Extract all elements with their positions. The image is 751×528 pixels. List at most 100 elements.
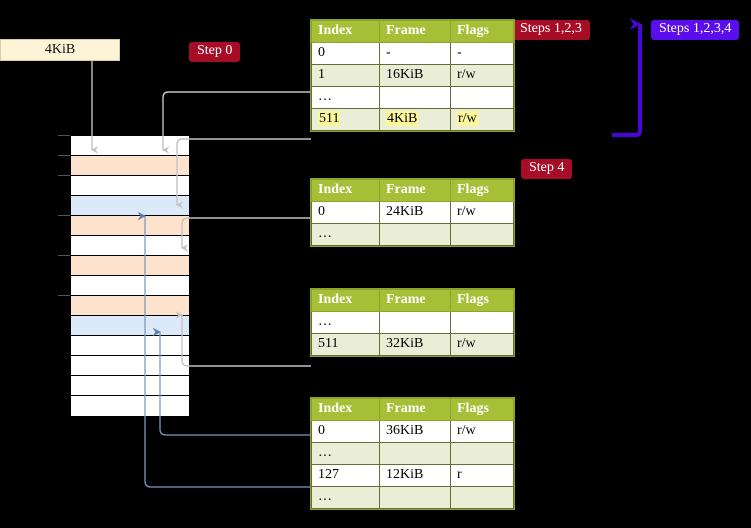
connector-pml4-to-pdp <box>176 138 311 209</box>
cell-frame: - <box>379 42 451 65</box>
memory-grid-tick <box>58 135 70 136</box>
cell-index: 0 <box>311 201 380 224</box>
memory-frame-row <box>71 356 189 376</box>
steps-1234-badge: Steps 1,2,3,4 <box>651 20 740 40</box>
column-header-index: Index <box>311 398 380 421</box>
memory-frame-row <box>71 256 189 276</box>
cell-frame: 12KiB <box>379 464 451 487</box>
frame-size-label: 4KiB <box>0 39 120 61</box>
memory-frame-row <box>71 336 189 356</box>
table-row: 0-- <box>311 42 514 65</box>
memory-frame-row <box>71 296 189 316</box>
cell-index: … <box>311 86 380 109</box>
memory-frame-row <box>71 396 189 416</box>
cell-flags: r <box>450 464 514 487</box>
connector-pdp-to-pd <box>181 217 311 252</box>
cell-flags: r/w <box>450 333 514 356</box>
table-header-row: Index Frame Flags <box>311 20 514 43</box>
cell-flags <box>450 86 514 109</box>
memory-frame-row <box>71 176 189 196</box>
cell-index: 0 <box>311 420 380 443</box>
cell-index: … <box>311 223 380 246</box>
memory-frame-row <box>71 316 189 336</box>
table-row: … <box>311 223 514 246</box>
step-4-badge-wrap: Step 4 <box>521 158 573 179</box>
memory-frame-row <box>71 236 189 256</box>
highlighted-value: 511 <box>318 111 341 126</box>
table-row: … <box>311 311 514 334</box>
memory-grid-tick <box>58 175 70 176</box>
cell-index: … <box>311 486 380 509</box>
table-header-row: Index Frame Flags <box>311 179 514 202</box>
memory-grid-tick <box>58 155 70 156</box>
cell-frame: 36KiB <box>379 420 451 443</box>
memory-frame-row <box>71 276 189 296</box>
cell-index: 0 <box>311 42 380 65</box>
cell-flags <box>450 223 514 246</box>
cell-flags: r/w <box>450 64 514 87</box>
memory-frame-row <box>71 136 189 156</box>
table-row: … <box>311 486 514 509</box>
cell-index: … <box>311 311 380 334</box>
cell-frame: 16KiB <box>379 64 451 87</box>
memory-frame-grid <box>70 135 190 416</box>
cell-frame <box>379 223 451 246</box>
cell-frame: 24KiB <box>379 201 451 224</box>
cell-index: … <box>311 442 380 465</box>
column-header-index: Index <box>311 289 380 312</box>
cell-flags <box>450 486 514 509</box>
column-header-frame: Frame <box>379 289 451 312</box>
cell-frame <box>379 486 451 509</box>
table-row: 511 4KiB r/w <box>311 108 514 131</box>
table-header-row: Index Frame Flags <box>311 398 514 421</box>
table-row: … <box>311 442 514 465</box>
cell-index: 127 <box>311 464 380 487</box>
table-header-row: Index Frame Flags <box>311 289 514 312</box>
connector-pd-to-pt <box>175 311 311 367</box>
steps-1234-badge-wrap: Steps 1,2,3,4 <box>651 19 740 40</box>
column-header-index: Index <box>311 179 380 202</box>
column-header-flags: Flags <box>450 20 514 43</box>
cell-frame <box>379 86 451 109</box>
cell-frame <box>379 311 451 334</box>
memory-grid-tick <box>58 255 70 256</box>
table-row: … <box>311 86 514 109</box>
cell-flags: - <box>450 42 514 65</box>
step-4-badge: Step 4 <box>521 159 573 179</box>
memory-grid-tick <box>58 215 70 216</box>
steps-123-badge: Steps 1,2,3 <box>512 20 590 40</box>
cell-index: 511 <box>311 333 380 356</box>
cell-flags <box>450 311 514 334</box>
column-header-flags: Flags <box>450 289 514 312</box>
column-header-index: Index <box>311 20 380 43</box>
memory-frame-row <box>71 156 189 176</box>
column-header-frame: Frame <box>379 20 451 43</box>
cell-frame <box>379 442 451 465</box>
highlighted-value: 4KiB <box>386 111 419 126</box>
cell-index: 1 <box>311 64 380 87</box>
highlighted-value: r/w <box>457 111 478 126</box>
column-header-frame: Frame <box>379 179 451 202</box>
column-header-frame: Frame <box>379 398 451 421</box>
memory-grid-tick <box>58 295 70 296</box>
steps-123-badge-wrap: Steps 1,2,3 <box>512 19 590 40</box>
column-header-flags: Flags <box>450 398 514 421</box>
memory-frame-row <box>71 216 189 236</box>
connector-steps-1234-bracket <box>612 18 642 137</box>
cell-flags: r/w <box>450 108 514 131</box>
cell-flags: r/w <box>450 201 514 224</box>
cell-frame: 32KiB <box>379 333 451 356</box>
